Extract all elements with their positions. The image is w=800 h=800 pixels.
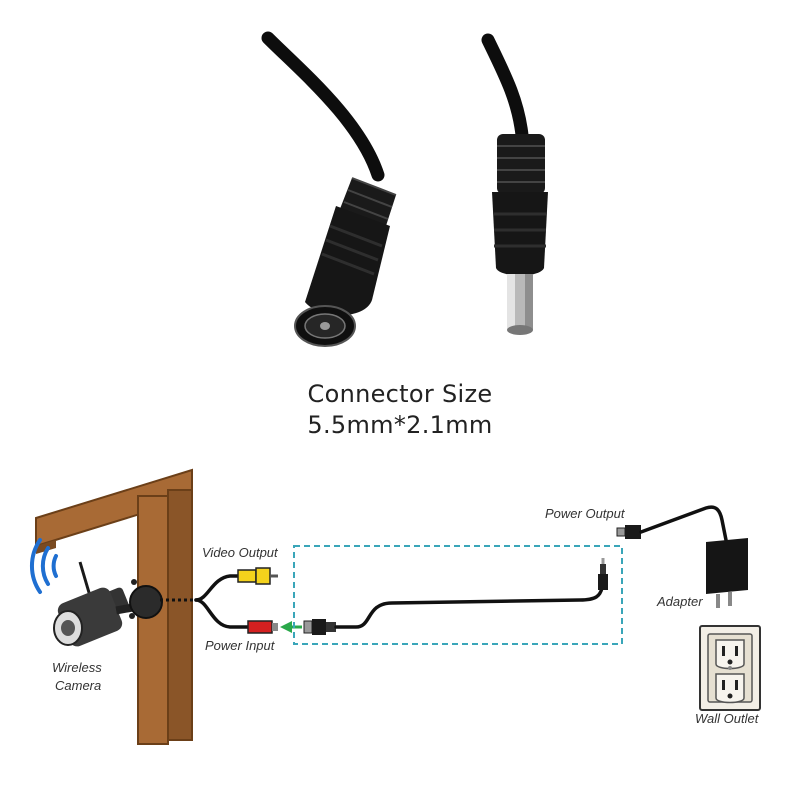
female-cable bbox=[261, 31, 385, 182]
camera-label: Camera bbox=[55, 678, 101, 693]
adapter-label: Adapter bbox=[656, 594, 703, 609]
camera-pigtail bbox=[194, 574, 252, 629]
cable-photo bbox=[261, 31, 548, 347]
female-connector-body bbox=[305, 206, 390, 316]
male-strain-relief bbox=[497, 134, 545, 194]
connector-size-value: 5.5mm*2.1mm bbox=[307, 411, 493, 439]
power-input-label: Power Input bbox=[205, 638, 276, 653]
wireless-label: Wireless bbox=[52, 660, 102, 675]
connector-size-title: Connector Size bbox=[307, 380, 493, 408]
male-cable bbox=[481, 33, 529, 142]
extension-cable-box bbox=[293, 545, 623, 645]
wall-outlet-icon bbox=[699, 625, 761, 711]
power-input-plug bbox=[247, 620, 278, 634]
video-output-label: Video Output bbox=[202, 545, 279, 560]
video-output-plug bbox=[237, 567, 278, 585]
power-output-label: Power Output bbox=[545, 506, 626, 521]
adapter-icon bbox=[706, 538, 748, 608]
wooden-post bbox=[35, 468, 193, 745]
adapter-cable bbox=[616, 505, 728, 542]
wifi-icon bbox=[29, 538, 58, 594]
extension-cable bbox=[303, 558, 608, 635]
wall-outlet-label: Wall Outlet bbox=[695, 711, 760, 726]
connection-arrow-icon bbox=[280, 621, 302, 633]
male-connector-body bbox=[492, 192, 548, 276]
camera-icon bbox=[53, 561, 163, 647]
